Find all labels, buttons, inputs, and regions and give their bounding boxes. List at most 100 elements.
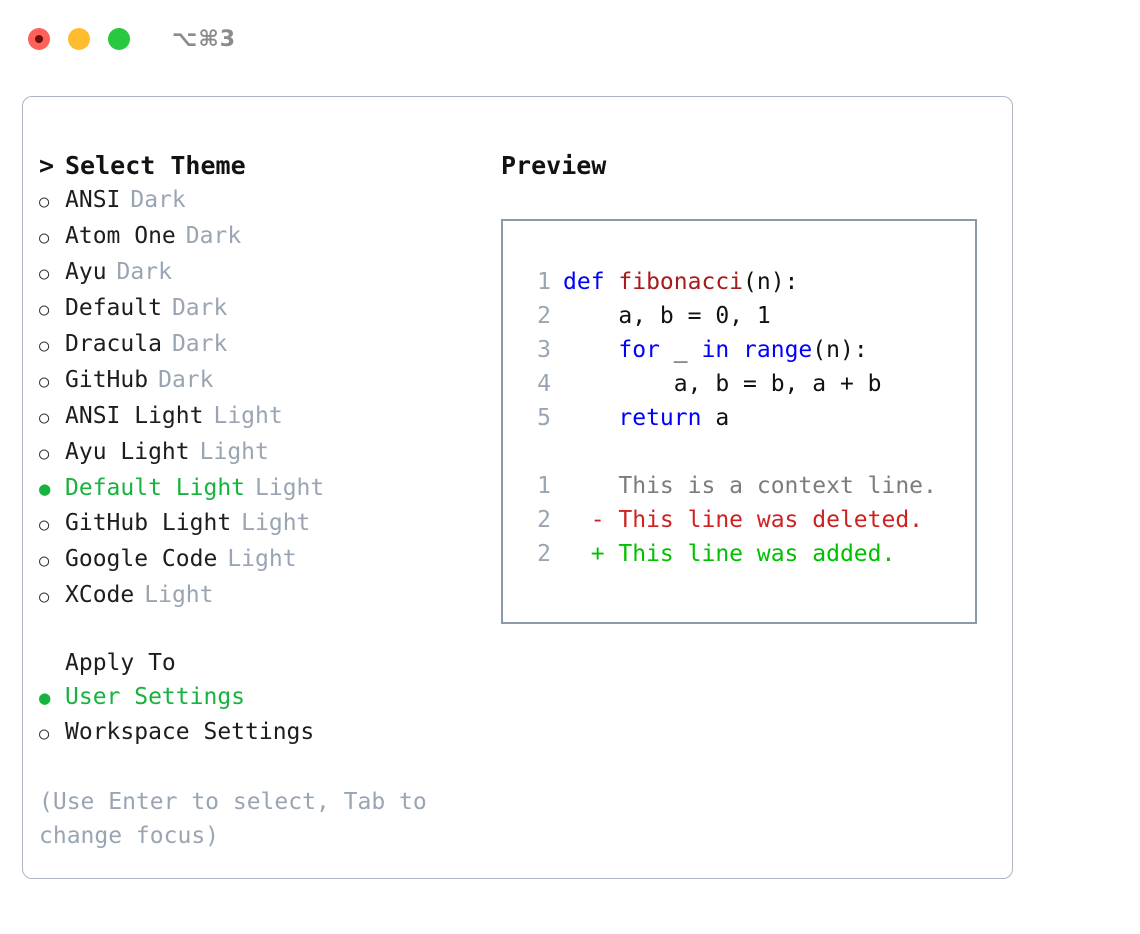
radio-unselected-icon: ○ [39, 408, 50, 428]
code-line-number: 1 [537, 269, 551, 295]
theme-option-label: Google Code [65, 546, 218, 572]
diff-line-add: 2 + This line was added. [503, 537, 975, 571]
diff-line-number: 2 [537, 541, 551, 567]
radio-unselected-icon: ○ [39, 587, 50, 607]
radio-unselected-icon: ○ [39, 228, 50, 248]
diff-line-text: - This line was deleted. [563, 503, 923, 537]
maximize-button[interactable] [108, 28, 130, 50]
theme-option-label: GitHub Light [65, 510, 232, 536]
diff-line-ctx: 1 This is a context line. [503, 469, 975, 503]
code-token-kw: in [701, 337, 730, 363]
diff-line-text: + This line was added. [563, 537, 896, 571]
code-blank-line [503, 435, 975, 469]
code-line: 4 a, b = b, a + b [503, 367, 975, 401]
apply-to-option-workspace-settings[interactable]: ○Workspace Settings [39, 715, 501, 751]
minimize-button[interactable] [68, 28, 90, 50]
theme-option-default-light[interactable]: ● Default Light Light [39, 471, 501, 506]
radio-selected-icon: ● [39, 687, 51, 709]
code-token-pl: (n): [812, 337, 868, 363]
code-line-text: for _ in range(n): [563, 333, 868, 367]
code-token-pl: _ [659, 337, 702, 363]
theme-option-xcode[interactable]: ○ XCode Light [39, 578, 501, 614]
theme-option-variant-tag: Light [255, 475, 325, 501]
theme-option-label: ANSI [65, 187, 121, 213]
theme-option-google-code[interactable]: ○ Google Code Light [39, 542, 501, 578]
theme-option-variant-tag: Light [241, 510, 311, 536]
preview-box: 1 def fibonacci(n): 2 a, b = 0, 1 3 for _ i… [501, 219, 977, 624]
preview-code-block: 1 def fibonacci(n): 2 a, b = 0, 1 3 for _ i… [503, 265, 975, 435]
code-token-kw: return [618, 405, 702, 431]
close-button[interactable] [28, 28, 50, 50]
apply-to-option-list: ● User Settings ○Workspace Settings [39, 680, 501, 751]
apply-to-option-label: User Settings [65, 684, 246, 710]
code-token-pl: (n): [743, 269, 799, 295]
apply-to-option-label: Workspace Settings [65, 719, 315, 745]
theme-option-label: Default Light [65, 475, 246, 501]
theme-option-variant-tag: Light [227, 546, 297, 572]
code-line-number: 4 [537, 371, 551, 397]
diff-marker-ctx [563, 473, 618, 499]
keyboard-hint-text: (Use Enter to select, Tab to change focu… [39, 789, 441, 849]
radio-unselected-icon: ○ [39, 300, 50, 320]
diff-line-text: This is a context line. [563, 469, 937, 503]
theme-option-label: Ayu Light [65, 439, 190, 465]
diff-line-content: This is a context line. [618, 473, 937, 499]
code-token-pl [563, 405, 618, 431]
section-spacer [39, 614, 501, 646]
traffic-lights [28, 28, 130, 50]
theme-option-label: ANSI Light [65, 403, 204, 429]
radio-unselected-icon: ○ [39, 336, 50, 356]
apply-to-option-user-settings[interactable]: ● User Settings [39, 680, 501, 715]
code-token-kw: range [743, 337, 813, 363]
code-token-pl: a [701, 405, 730, 431]
code-line-text: def fibonacci(n): [563, 265, 798, 299]
diff-line-content: This line was deleted. [618, 507, 924, 533]
diff-marker-del: - [563, 507, 619, 533]
theme-option-dracula[interactable]: ○ Dracula Dark [39, 327, 501, 363]
theme-option-variant-tag: Dark [171, 331, 228, 357]
code-line-number: 5 [537, 405, 551, 431]
radio-unselected-icon: ○ [39, 515, 50, 535]
code-line: 3 for _ in range(n): [503, 333, 975, 367]
code-token-pl: a, b = 0, 1 [563, 303, 771, 329]
theme-option-variant-tag: Light [213, 403, 283, 429]
diff-line-content: This line was added. [618, 541, 896, 567]
code-line-text: a, b = b, a + b [563, 367, 882, 401]
theme-option-github-light[interactable]: ○ GitHub Light Light [39, 506, 501, 542]
theme-option-ansi[interactable]: ○ ANSI Dark [39, 183, 501, 219]
code-line-number: 2 [537, 303, 551, 329]
theme-option-variant-tag: Dark [130, 187, 186, 213]
radio-selected-icon: ● [39, 478, 51, 500]
code-token-fn: fibonacci [618, 269, 744, 295]
preview-diff-block: 1 This is a context line.2 - This line w… [503, 469, 975, 571]
radio-unselected-icon: ○ [39, 264, 50, 284]
theme-option-ansi-light[interactable]: ○ ANSI Light Light [39, 399, 501, 435]
select-theme-label: Select Theme [65, 151, 246, 180]
code-token-pl [729, 337, 743, 363]
theme-option-variant-tag: Dark [171, 295, 228, 321]
theme-option-label: XCode [65, 582, 135, 608]
radio-unselected-icon: ○ [39, 192, 50, 212]
keyboard-shortcut-hint: ⌥⌘3 [172, 26, 237, 52]
code-line: 1 def fibonacci(n): [503, 265, 975, 299]
radio-unselected-icon: ○ [39, 551, 50, 571]
theme-option-label: Ayu [65, 259, 107, 285]
theme-option-label: Dracula [65, 331, 162, 357]
theme-option-variant-tag: Light [144, 582, 214, 608]
title-bar: ⌥⌘3 [0, 0, 1140, 78]
code-token-pl [563, 337, 618, 363]
select-theme-header: > Select Theme [39, 149, 501, 183]
diff-line-del: 2 - This line was deleted. [503, 503, 975, 537]
code-token-kw: for [618, 337, 660, 363]
theme-option-variant-tag: Light [199, 439, 269, 465]
code-token-pl: a, b = b, a + b [563, 371, 882, 397]
